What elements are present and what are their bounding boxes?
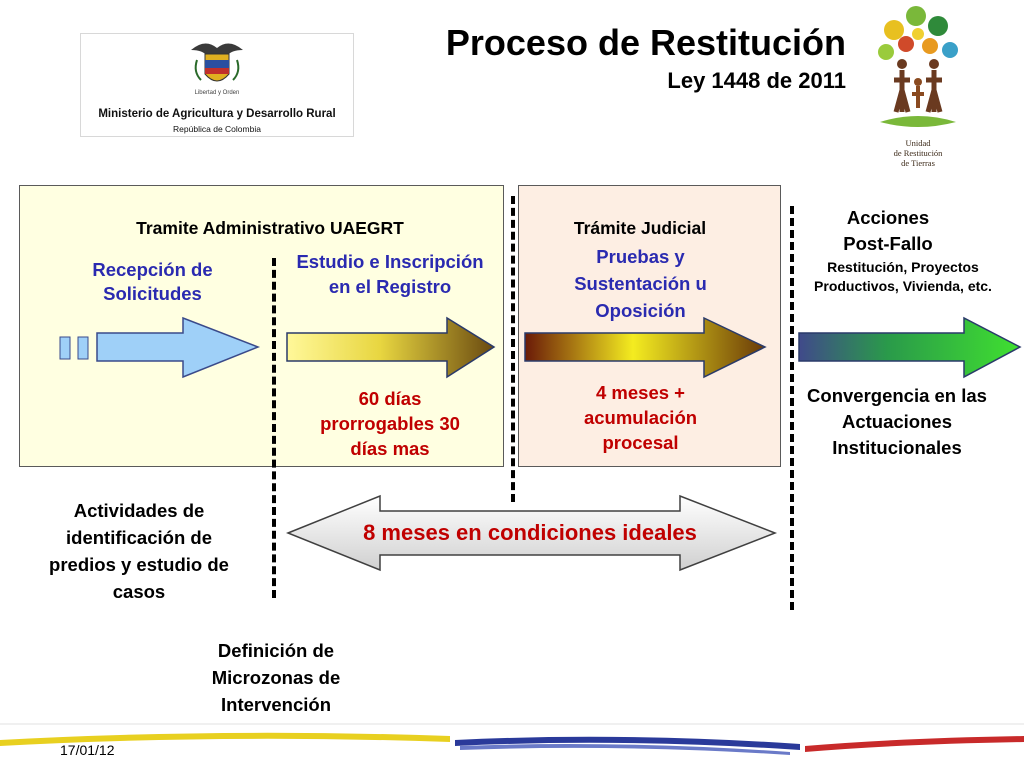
ministry-country: República de Colombia [173, 124, 261, 134]
queue-square-2 [77, 336, 89, 360]
unit-logo-text: Unidad de Restitución de Tierras [872, 138, 964, 168]
ministry-name: Ministerio de Agricultura y Desarrollo R… [98, 108, 336, 120]
divider-3 [790, 206, 794, 610]
admin-heading: Tramite Administrativo UAEGRT [136, 218, 404, 238]
judicial-stage-label: Pruebas y Sustentación u Oposición [574, 246, 707, 321]
restitution-unit-logo: Unidad de Restitución de Tierras [872, 0, 964, 168]
judicial-time-label: 4 meses + acumulación procesal [583, 382, 698, 453]
page-title: Proceso de Restitución [445, 22, 846, 63]
convergence-label: Convergencia en las Actuaciones Instituc… [807, 385, 987, 458]
post-ruling-heading: Acciones Post-Fallo [843, 207, 933, 254]
post-ruling-arrow [798, 316, 1022, 379]
queue-square-1 [59, 336, 71, 360]
unit-logo-line1: Unidad [905, 138, 931, 148]
duration-label: 8 meses en condiciones ideales [363, 520, 697, 545]
post-ruling-detail: Restitución, Proyectos Productivos, Vivi… [814, 259, 992, 294]
coat-of-arms-icon [191, 43, 243, 82]
study-label: Estudio e Inscripción en el Registro [296, 251, 484, 297]
admin-time-label: 60 días prorrogables 30 días mas [320, 388, 460, 459]
judicial-arrow [524, 316, 767, 379]
footer-stripes [0, 723, 1024, 755]
microzones-label: Definición de Microzonas de Intervención [211, 640, 341, 715]
judicial-heading: Trámite Judicial [573, 218, 707, 238]
judicial-box [518, 185, 781, 467]
page-subtitle: Ley 1448 de 2011 [667, 68, 846, 93]
unit-logo-line2: de Restitución [893, 148, 943, 158]
activities-label: Actividades de identificación de predios… [49, 500, 229, 602]
reception-label: Recepción de Solicitudes [92, 259, 213, 304]
administrative-box [19, 185, 504, 467]
reception-arrow [96, 316, 261, 379]
divider-1 [272, 258, 276, 598]
study-arrow [286, 316, 496, 379]
tree-family-icon [878, 6, 958, 127]
divider-2 [511, 196, 515, 502]
ministry-logo: Libertad y Orden Ministerio de Agricultu… [80, 33, 354, 137]
duration-double-arrow [285, 494, 778, 572]
slide-date: 17/01/12 [60, 742, 115, 758]
unit-logo-line3: de Tierras [901, 158, 935, 168]
ministry-motto: Libertad y Orden [194, 90, 240, 96]
